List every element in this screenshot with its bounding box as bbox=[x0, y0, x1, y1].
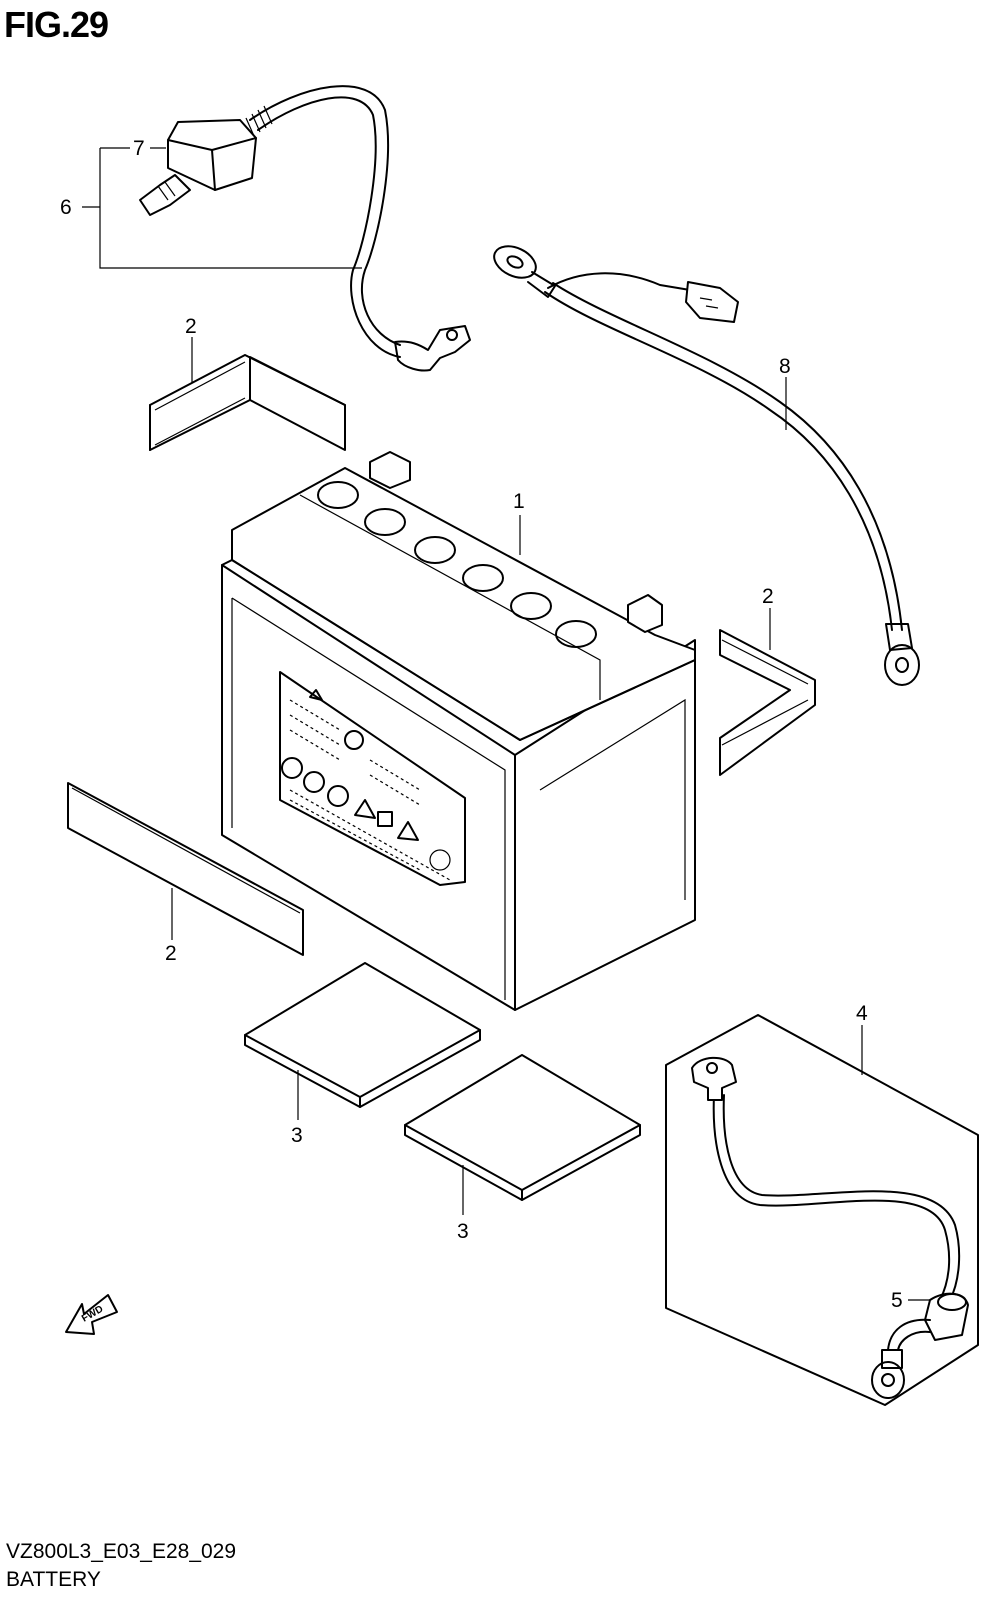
callout-2-lower-left: 2 bbox=[165, 942, 177, 965]
callout-8: 8 bbox=[779, 355, 791, 378]
battery-plate-2[interactable] bbox=[404, 1054, 641, 1201]
ground-lead[interactable] bbox=[489, 240, 920, 686]
battery-pad-upper-left[interactable] bbox=[149, 354, 346, 451]
callout-4: 4 bbox=[856, 1002, 868, 1025]
callout-3-right: 3 bbox=[457, 1220, 469, 1243]
callout-6: 6 bbox=[60, 196, 72, 219]
leader-lines bbox=[171, 337, 930, 1301]
figure-title: FIG.29 bbox=[4, 4, 109, 45]
diagram-code: VZ800L3_E03_E28_029 bbox=[6, 1540, 237, 1563]
battery[interactable] bbox=[221, 451, 696, 1011]
diagram-name: BATTERY bbox=[6, 1568, 101, 1591]
callout-3-left: 3 bbox=[291, 1124, 303, 1147]
forward-arrow-icon: FWD bbox=[65, 1294, 118, 1335]
callout-5: 5 bbox=[891, 1289, 903, 1312]
callout-2-upper-left: 2 bbox=[185, 315, 197, 338]
callout-7: 7 bbox=[133, 137, 145, 160]
battery-pad-lower-left[interactable] bbox=[67, 782, 304, 956]
positive-cable-assembly[interactable] bbox=[139, 85, 471, 372]
callout-bracket-6-7 bbox=[82, 147, 362, 269]
lead-wire-box[interactable] bbox=[665, 1014, 979, 1406]
battery-pad-right[interactable] bbox=[719, 629, 816, 776]
callout-2-right: 2 bbox=[762, 585, 774, 608]
callout-1: 1 bbox=[513, 490, 525, 513]
battery-plate-1[interactable] bbox=[244, 962, 481, 1108]
